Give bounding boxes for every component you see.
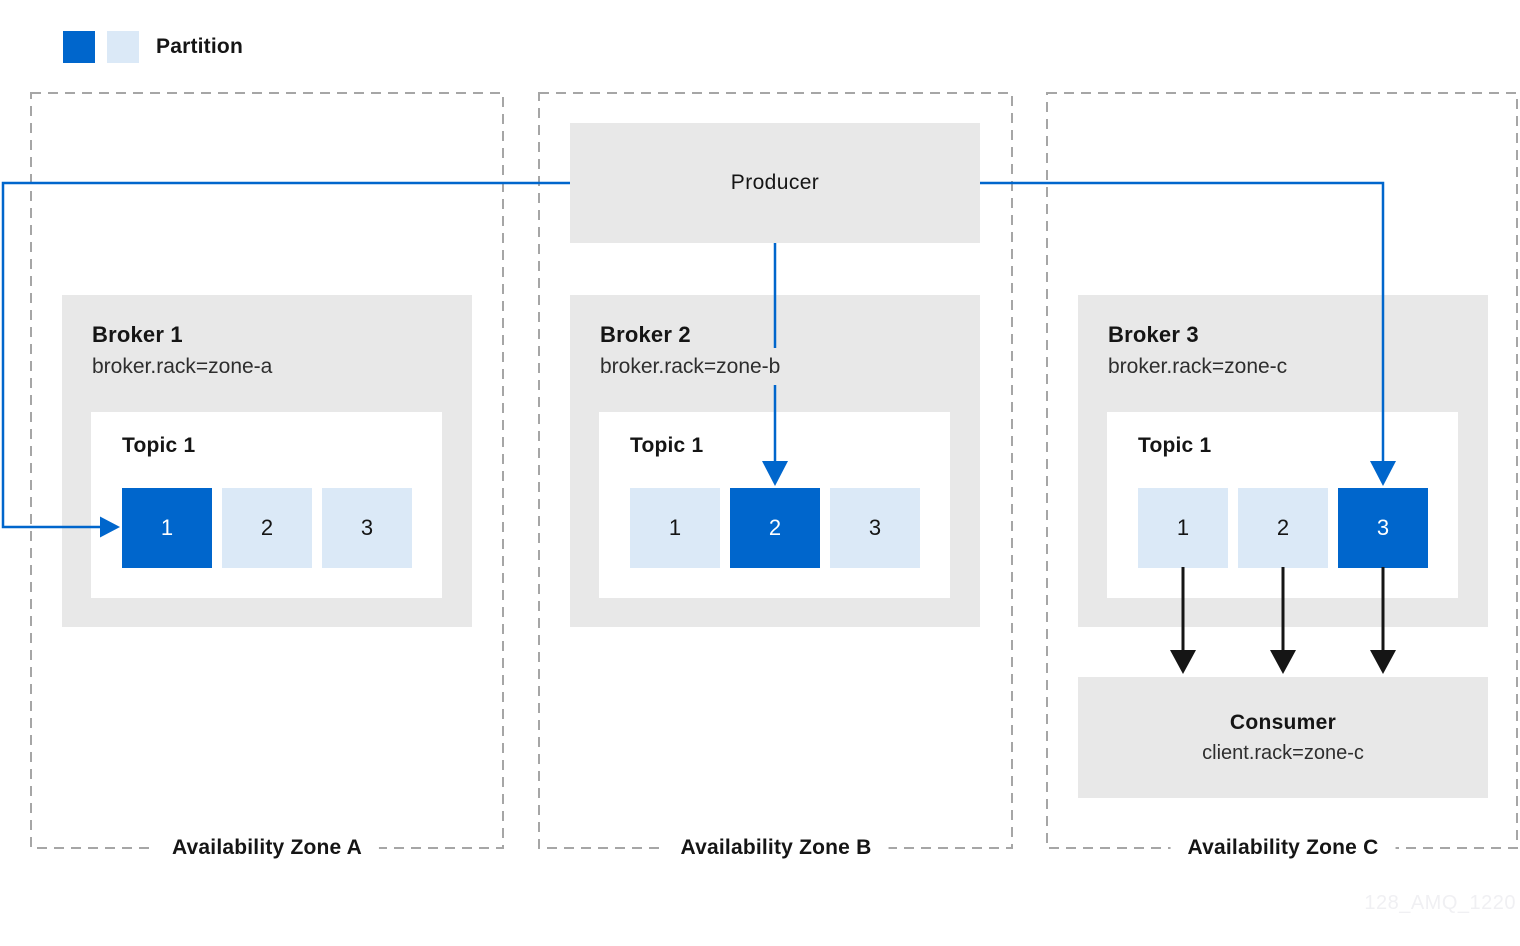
broker-1-topic-label: Topic 1 <box>122 434 196 457</box>
broker-2-partitions: 1 2 3 <box>630 488 920 568</box>
zone-b-label: Availability Zone B <box>663 833 889 863</box>
consumer-title: Consumer <box>1229 710 1337 734</box>
producer-label: Producer <box>730 171 820 194</box>
broker-2-box: Broker 2 broker.rack=zone-b Topic 1 1 2 … <box>570 295 980 627</box>
partition: 2 <box>730 488 820 568</box>
watermark: 128_AMQ_1220 <box>1364 892 1516 914</box>
legend-label: Partition <box>156 35 243 58</box>
legend-partition-leader-swatch <box>63 31 95 63</box>
broker-1-head: Broker 1 broker.rack=zone-a <box>92 321 272 380</box>
partition: 1 <box>1138 488 1228 568</box>
consumer-rack-config: client.rack=zone-c <box>1202 741 1364 764</box>
broker-1-box: Broker 1 broker.rack=zone-a Topic 1 1 2 … <box>62 295 472 627</box>
partition: 1 <box>122 488 212 568</box>
broker-3-title: Broker 3 <box>1108 322 1199 347</box>
partition: 2 <box>1238 488 1328 568</box>
broker-2-topic-box: Topic 1 1 2 3 <box>599 412 950 598</box>
broker-3-topic-box: Topic 1 1 2 3 <box>1107 412 1458 598</box>
zone-a-label: Availability Zone A <box>154 833 380 863</box>
broker-1-title: Broker 1 <box>92 322 183 347</box>
legend: Partition <box>63 31 243 63</box>
broker-1-topic-box: Topic 1 1 2 3 <box>91 412 442 598</box>
consumer-box: Consumer client.rack=zone-c <box>1078 677 1488 798</box>
partition: 2 <box>222 488 312 568</box>
partition: 1 <box>630 488 720 568</box>
partition: 3 <box>322 488 412 568</box>
broker-2-head: Broker 2 broker.rack=zone-b <box>600 321 780 380</box>
legend-partition-replica-swatch <box>107 31 139 63</box>
producer-box: Producer <box>570 123 980 243</box>
broker-3-topic-label: Topic 1 <box>1138 434 1212 457</box>
broker-3-partitions: 1 2 3 <box>1138 488 1428 568</box>
broker-3-box: Broker 3 broker.rack=zone-c Topic 1 1 2 … <box>1078 295 1488 627</box>
broker-2-rack-config: broker.rack=zone-b <box>600 355 781 378</box>
broker-2-topic-label: Topic 1 <box>630 434 704 457</box>
broker-2-title: Broker 2 <box>600 322 691 347</box>
broker-3-head: Broker 3 broker.rack=zone-c <box>1108 321 1287 380</box>
zone-c-label: Availability Zone C <box>1170 833 1396 863</box>
broker-3-rack-config: broker.rack=zone-c <box>1108 355 1288 378</box>
broker-1-partitions: 1 2 3 <box>122 488 412 568</box>
partition: 3 <box>830 488 920 568</box>
partition: 3 <box>1338 488 1428 568</box>
broker-1-rack-config: broker.rack=zone-a <box>92 355 273 378</box>
